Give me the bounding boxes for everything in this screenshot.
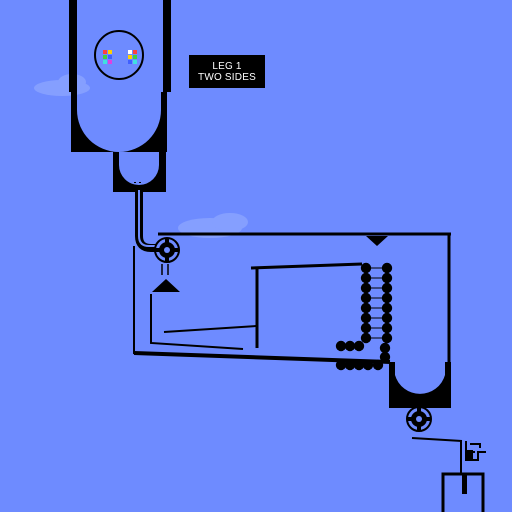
ball-icon	[379, 351, 391, 363]
ball-icon	[360, 302, 372, 314]
main-frame	[133, 232, 451, 398]
ball-icon	[372, 359, 384, 371]
marble-dot	[103, 60, 107, 64]
gear-stem	[161, 264, 169, 275]
marble-dot	[133, 50, 137, 54]
top-container	[69, 0, 171, 152]
marble-dot	[108, 50, 112, 54]
goal-marker[interactable]	[462, 450, 473, 494]
ball-icon	[381, 262, 393, 274]
ball-icon	[381, 332, 393, 344]
marble-dot	[103, 55, 107, 59]
marble-dot	[133, 55, 137, 59]
ball-icon	[353, 340, 365, 352]
funnel-cup	[113, 152, 166, 192]
goal-structure	[411, 437, 486, 512]
marble-dot	[108, 60, 112, 64]
marble-capsule-icon[interactable]	[94, 30, 144, 80]
level-title-panel: LEG 1 TWO SIDES	[189, 55, 265, 88]
ball-icon	[381, 282, 393, 294]
ball-column	[335, 262, 393, 371]
drop-pipe	[135, 190, 156, 252]
inner-wall	[250, 262, 363, 348]
marble-dot	[133, 60, 137, 64]
ball-icon	[335, 340, 347, 352]
marble-dot	[103, 50, 107, 54]
marble-dot	[128, 50, 132, 54]
ball-icon	[381, 292, 393, 304]
ball-icon	[360, 332, 372, 344]
ball-icon	[381, 322, 393, 334]
level-subtitle: TWO SIDES	[198, 71, 256, 83]
ball-icon	[335, 359, 347, 371]
marble-dot	[128, 55, 132, 59]
gear-icon[interactable]	[406, 406, 432, 432]
ball-icon	[360, 262, 372, 274]
marble-dot	[108, 55, 112, 59]
marble-group	[103, 50, 137, 64]
ball-icon	[353, 359, 365, 371]
ball-icon	[381, 272, 393, 284]
ball-icon	[360, 312, 372, 324]
ball-icon	[360, 292, 372, 304]
ball-icon	[344, 359, 356, 371]
right-cup	[389, 362, 451, 408]
ball-icon	[381, 302, 393, 314]
left-ramp	[150, 294, 257, 350]
ball-icon	[381, 312, 393, 324]
ball-icon	[344, 340, 356, 352]
ball-icon	[362, 359, 374, 371]
ball-icon	[360, 282, 372, 294]
ramp-triangle[interactable]	[152, 279, 180, 292]
ball-icon	[360, 322, 372, 334]
ball-icon	[360, 272, 372, 284]
level-title: LEG 1	[212, 60, 242, 72]
drop-marker	[366, 236, 388, 246]
ball-icon	[379, 342, 391, 354]
gear-icon[interactable]	[154, 237, 180, 263]
marble-dot	[128, 60, 132, 64]
